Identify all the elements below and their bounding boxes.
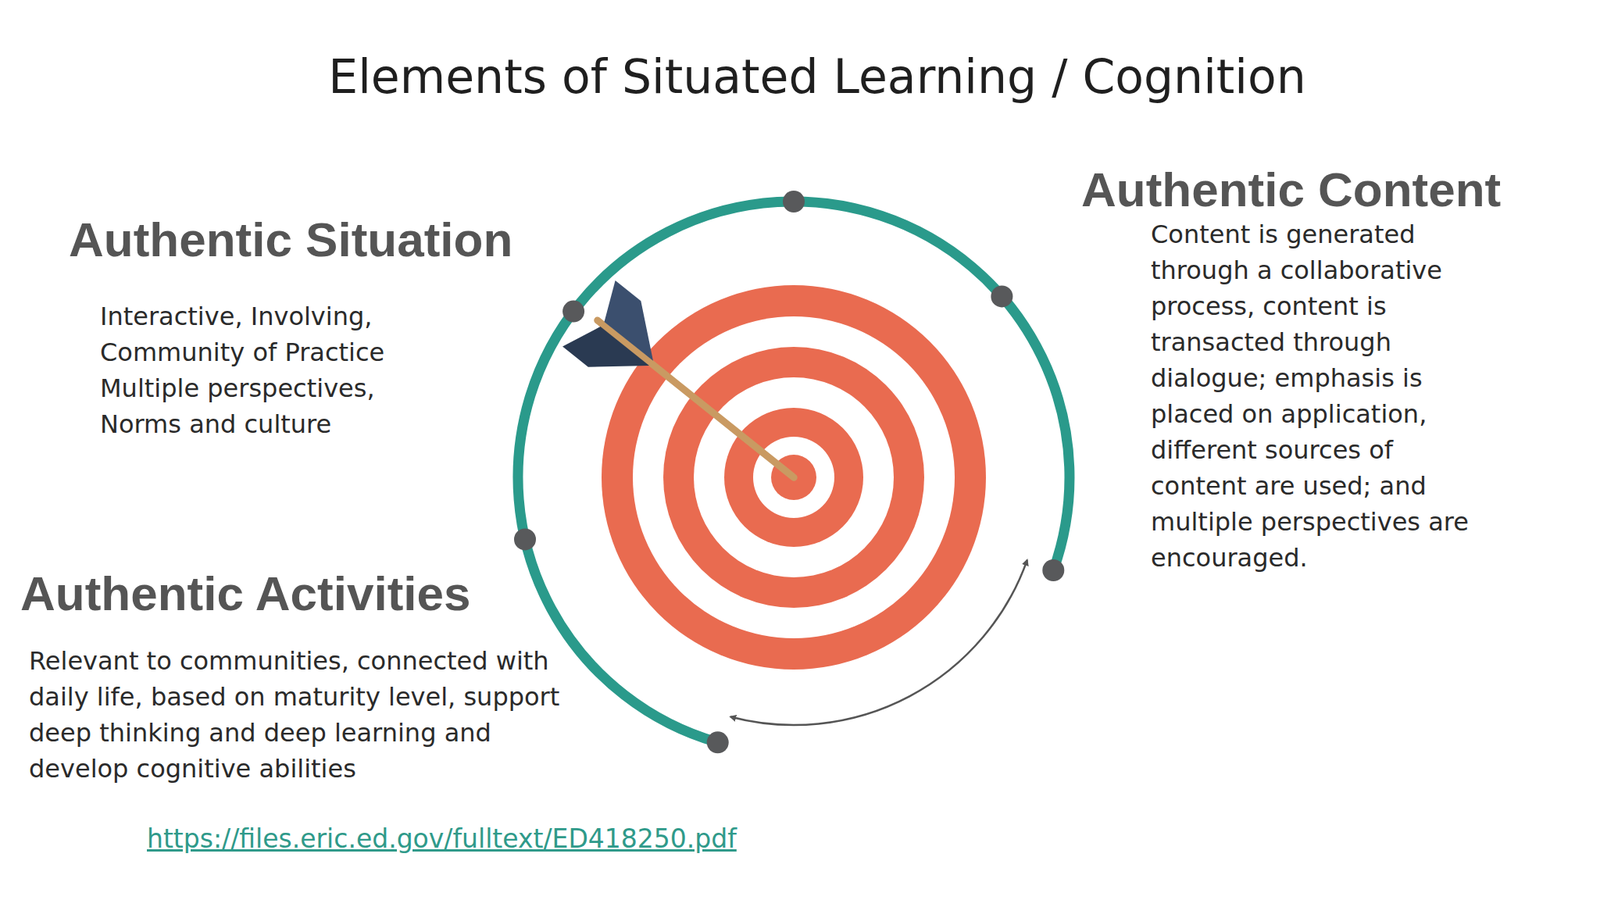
dart-fletch <box>562 315 650 397</box>
ring-dot <box>1042 559 1065 582</box>
label-block: https://files.eric.ed.gov/fulltext/ED418… <box>146 822 737 856</box>
diagram-title: Elements of Situated Learning / Cognitio… <box>328 49 1306 104</box>
dart-shaft <box>597 320 794 478</box>
section-heading: Authentic Activities <box>20 565 471 622</box>
dart <box>562 280 821 511</box>
ring-dot <box>707 731 729 754</box>
label-block: Relevant to communities, connected with … <box>28 642 561 787</box>
section-body: Content is generated through a collabora… <box>1150 216 1472 576</box>
section-body: Interactive, Involving, Community of Pra… <box>100 298 436 443</box>
label-block: Content is generated through a collabora… <box>1150 216 1472 576</box>
label-block: Authentic Content <box>1081 161 1501 218</box>
ring-dot <box>514 528 536 550</box>
title-block: Elements of Situated Learning / Cognitio… <box>328 49 1306 104</box>
label-block: Authentic Situation <box>68 211 513 268</box>
ring-dot <box>990 285 1013 308</box>
section-heading: Authentic Situation <box>68 211 513 268</box>
section-heading: Authentic Content <box>1081 161 1501 218</box>
label-block: Authentic Activities <box>20 565 471 622</box>
ring-dot <box>562 300 585 323</box>
cycle-arrow <box>730 560 1028 725</box>
ring-dots <box>514 190 1065 754</box>
source-link: https://files.eric.ed.gov/fulltext/ED418… <box>146 822 737 856</box>
ring-dot <box>782 190 805 213</box>
cycle-ring <box>517 201 1070 743</box>
section-body: Relevant to communities, connected with … <box>28 642 561 787</box>
label-block: Interactive, Involving, Community of Pra… <box>100 298 436 443</box>
